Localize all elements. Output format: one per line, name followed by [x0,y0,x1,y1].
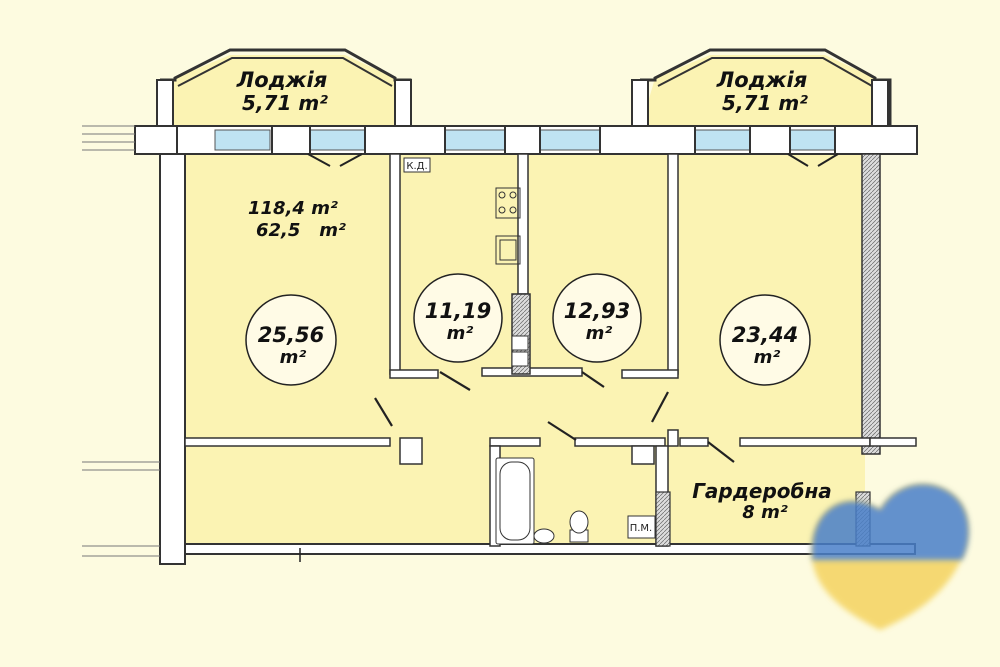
room-area-unit: m² [447,323,474,344]
balcony-doors [307,153,839,167]
room-area-value: 23,44 [732,323,798,347]
bathtub-icon [495,457,535,545]
ukraine-heart-logo [811,484,969,630]
loggia-right-name: Лоджія [716,68,807,92]
room-area-badge: 25,56 m² [245,294,337,386]
stove-icon [495,187,521,219]
washbasin-icon [533,528,555,544]
kd-tag: К.Д. [403,157,431,173]
loggia-left-name: Лоджія [236,68,327,92]
room-area-unit: m² [280,347,307,368]
sink-icon [495,235,521,265]
room-area-value: 11,19 [425,299,491,323]
room-area-badge: 12,93 m² [552,273,642,363]
room-area-unit: m² [586,323,613,344]
pm-tag: П.М. [627,515,656,539]
loggia-right-area: 5,71 m² [722,91,808,115]
living-area: 62,5 m² [256,220,346,241]
outer-walls [82,153,916,565]
facade-wall [82,125,918,155]
room-area-value: 12,93 [564,299,630,323]
room-area-unit: m² [754,347,781,368]
wardrobe-name: Гардеробна [692,479,832,503]
wardrobe-area: 8 m² [742,502,788,523]
room-area-badge: 23,44 m² [719,294,811,386]
pm-label: П.М. [630,523,653,534]
toilet-icon [569,510,589,543]
room-area-badge: 11,19 m² [413,273,503,363]
interior-doors [374,371,735,463]
loggia-left-area: 5,71 m² [242,91,328,115]
kd-label: К.Д. [406,161,427,172]
room-area-value: 25,56 [258,323,324,347]
total-area: 118,4 m² [248,198,338,219]
